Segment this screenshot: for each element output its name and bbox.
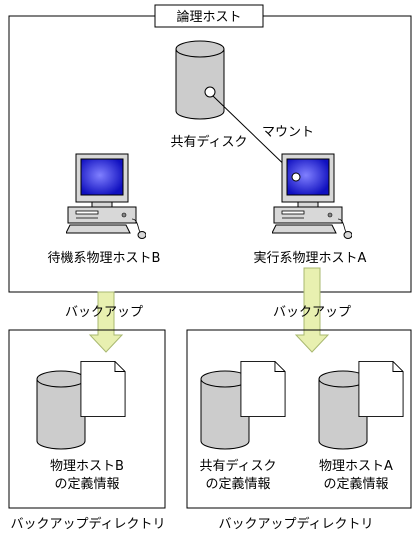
standby-host-label: 待機系物理ホストB [48,251,161,266]
right-backup-directory-box [186,329,412,509]
standby-host-computer-icon [66,153,146,239]
right-document2-icon [358,360,404,418]
active-host-label: 実行系物理ホストA [254,250,367,266]
left-dir-line1: 物理ホストB [50,459,124,474]
backup-label-left: バックアップ [65,305,143,320]
right-document1-icon [240,360,286,418]
backup-arrow-left [88,291,124,353]
logical-host-title: 論理ホスト [176,9,241,25]
shared-disk-label: 共有ディスク [170,134,247,150]
left-backup-directory-box [8,329,166,509]
left-document-icon [80,360,126,418]
right-dir-disk1-line2: の定義情報 [205,476,270,492]
mounted-point-icon [291,172,301,182]
left-disk-icon [36,370,86,450]
backup-label-right: バックアップ [273,305,351,320]
logical-host-title-box [154,4,264,28]
shared-disk-icon [175,40,225,120]
mount-label: マウント [262,125,314,140]
mount-point-icon [204,86,216,98]
backup-arrow-right [294,267,330,353]
left-dir-caption: バックアップディレクトリ [10,516,165,532]
right-dir-caption: バックアップディレクトリ [218,516,373,532]
right-dir-disk1-line1: 共有ディスク [199,458,276,474]
active-host-computer-icon [272,153,352,239]
left-dir-line2: の定義情報 [54,476,119,492]
right-dir-disk2-line2: の定義情報 [323,476,388,492]
right-dir-disk2-line1: 物理ホストA [319,459,393,474]
